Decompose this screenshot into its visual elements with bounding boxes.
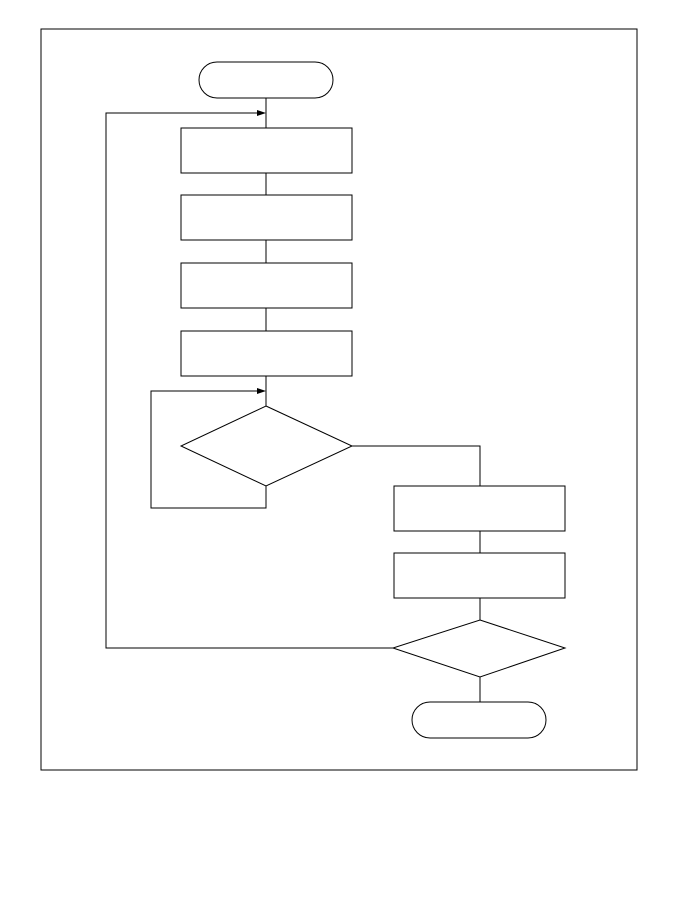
process-box-2 xyxy=(180,194,353,241)
arrowhead-top-merge xyxy=(257,110,266,116)
process-box-5 xyxy=(393,485,566,532)
nodes xyxy=(179,61,567,739)
decision-diamond-2 xyxy=(391,619,567,678)
arrowhead-decision-1-merge xyxy=(257,388,266,394)
decision-diamond-1 xyxy=(179,405,354,487)
process-box-1 xyxy=(180,127,353,174)
process-box-6 xyxy=(393,552,566,599)
connectors xyxy=(105,98,481,702)
process-box-4 xyxy=(180,330,353,377)
process-box-3 xyxy=(180,262,353,309)
end-terminator xyxy=(411,701,547,739)
edge-decision-1-loop xyxy=(150,390,267,509)
edge-decision-1-step-5 xyxy=(352,445,481,486)
edge-decision-2-loop xyxy=(105,112,393,649)
start-terminator xyxy=(198,61,334,99)
